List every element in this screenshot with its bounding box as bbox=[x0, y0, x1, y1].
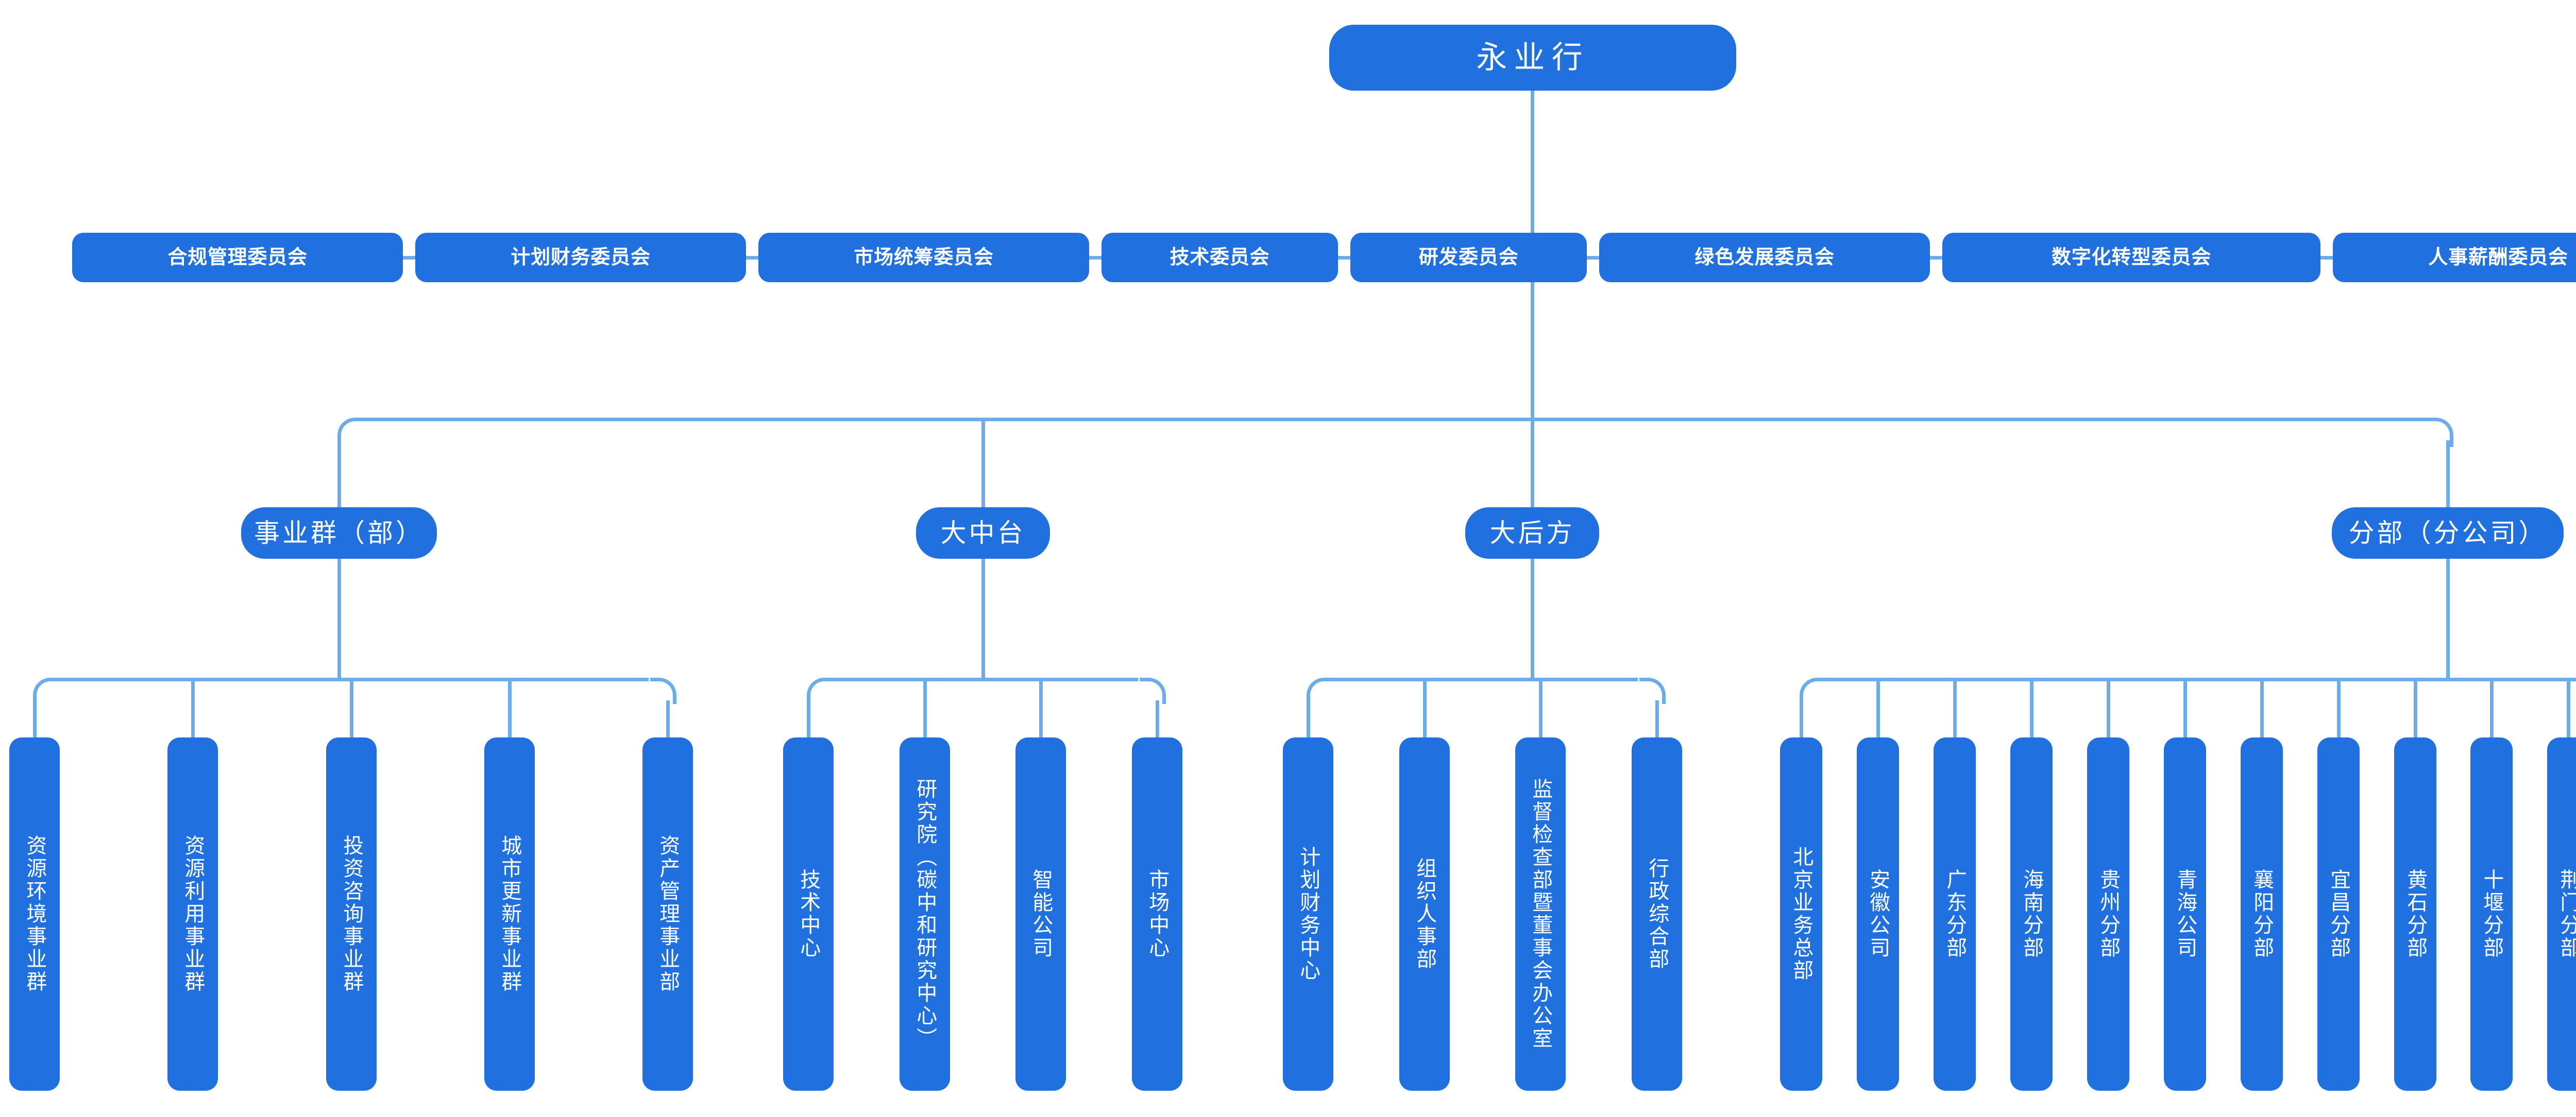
leaf-node-2-1[interactable]: 技术中心 bbox=[783, 737, 834, 1091]
leaf-bus-left-elbow-4 bbox=[1800, 678, 1826, 704]
leaf-node-4-6[interactable]: 青海公司 bbox=[2164, 737, 2206, 1091]
committee-item-1[interactable]: 合规管理委员会 bbox=[72, 233, 403, 282]
division-bus-left-elbow bbox=[337, 418, 367, 447]
committee-item-6[interactable]: 绿色发展委员会 bbox=[1599, 233, 1930, 282]
leaf-drop-3-3 bbox=[1539, 680, 1543, 737]
leaf-drop-4-2 bbox=[1876, 680, 1880, 737]
leaf-drop-4-11 bbox=[2567, 680, 2570, 737]
committee-connector bbox=[746, 256, 758, 260]
leaf-drop-2-2 bbox=[923, 680, 927, 737]
leaf-node-1-3[interactable]: 投资咨询事业群 bbox=[326, 737, 377, 1091]
division-drop-1 bbox=[337, 440, 341, 507]
committee-item-3[interactable]: 市场统筹委员会 bbox=[758, 233, 1089, 282]
leaf-drop-1-2 bbox=[191, 680, 195, 737]
leaf-node-1-5[interactable]: 资产管理事业部 bbox=[642, 737, 693, 1091]
leaf-drop-4-7 bbox=[2260, 680, 2264, 737]
leaf-node-4-7[interactable]: 襄阳分部 bbox=[2241, 737, 2283, 1091]
committee-item-7[interactable]: 数字化转型委员会 bbox=[1942, 233, 2320, 282]
leaf-node-3-1[interactable]: 计划财务中心 bbox=[1283, 737, 1333, 1091]
leaf-bus-4 bbox=[1820, 678, 2576, 681]
leaf-node-2-3[interactable]: 智能公司 bbox=[1015, 737, 1066, 1091]
leaf-drop-1-1 bbox=[33, 700, 37, 737]
leaf-drop-4-6 bbox=[2183, 680, 2187, 737]
leaf-drop-4-9 bbox=[2414, 680, 2417, 737]
leaf-node-1-1[interactable]: 资源环境事业群 bbox=[9, 737, 60, 1091]
root-stem bbox=[1531, 91, 1534, 233]
leaf-node-3-3[interactable]: 监督检查部暨董事会办公室 bbox=[1515, 737, 1566, 1091]
committee-connector bbox=[403, 256, 415, 260]
leaf-node-4-3[interactable]: 广东分部 bbox=[1934, 737, 1976, 1091]
leaf-bus-left-elbow-3 bbox=[1307, 678, 1333, 704]
leaf-drop-4-1 bbox=[1800, 700, 1803, 737]
committee-connector bbox=[1930, 256, 1942, 260]
leaf-bus-3 bbox=[1327, 678, 1638, 681]
leaf-node-2-4[interactable]: 市场中心 bbox=[1132, 737, 1182, 1091]
leaf-node-1-4[interactable]: 城市更新事业群 bbox=[484, 737, 535, 1091]
committee-connector bbox=[2320, 256, 2333, 260]
leaf-node-4-10[interactable]: 十堰分部 bbox=[2470, 737, 2513, 1091]
leaf-node-4-8[interactable]: 宜昌分部 bbox=[2317, 737, 2360, 1091]
division-drop-4 bbox=[2446, 440, 2450, 507]
root-node[interactable]: 永业行 bbox=[1329, 25, 1736, 91]
division-stem-4 bbox=[2446, 559, 2450, 678]
leaf-node-1-2[interactable]: 资源利用事业群 bbox=[167, 737, 218, 1091]
leaf-drop-4-10 bbox=[2490, 680, 2494, 737]
division-stem-2 bbox=[981, 559, 985, 678]
division-node-1[interactable]: 事业群（部） bbox=[241, 507, 437, 559]
leaf-drop-4-3 bbox=[1953, 680, 1957, 737]
leaf-node-4-11[interactable]: 荆门分部 bbox=[2547, 737, 2576, 1091]
leaf-drop-4-8 bbox=[2337, 680, 2341, 737]
committee-item-4[interactable]: 技术委员会 bbox=[1101, 233, 1338, 282]
leaf-drop-2-3 bbox=[1039, 680, 1043, 737]
division-stem-3 bbox=[1531, 559, 1534, 678]
leaf-bus-right-elbow-1 bbox=[650, 678, 676, 704]
division-bus-right-elbow bbox=[2424, 418, 2453, 447]
leaf-drop-3-2 bbox=[1423, 680, 1427, 737]
leaf-node-3-4[interactable]: 行政综合部 bbox=[1632, 737, 1682, 1091]
leaf-drop-2-1 bbox=[807, 700, 810, 737]
committee-item-2[interactable]: 计划财务委员会 bbox=[415, 233, 746, 282]
committee-item-5[interactable]: 研发委员会 bbox=[1350, 233, 1587, 282]
committee-connector bbox=[1089, 256, 1101, 260]
division-drop-3 bbox=[1531, 419, 1534, 507]
leaf-node-4-9[interactable]: 黄石分部 bbox=[2394, 737, 2436, 1091]
leaf-node-4-4[interactable]: 海南分部 bbox=[2010, 737, 2053, 1091]
committee-connector bbox=[1338, 256, 1350, 260]
division-node-4[interactable]: 分部（分公司） bbox=[2332, 507, 2564, 559]
leaf-node-3-2[interactable]: 组织人事部 bbox=[1399, 737, 1450, 1091]
leaf-drop-4-4 bbox=[2030, 680, 2033, 737]
leaf-drop-1-4 bbox=[508, 680, 512, 737]
leaf-drop-2-4 bbox=[1156, 700, 1159, 737]
leaf-bus-2 bbox=[827, 678, 1138, 681]
division-stem-1 bbox=[337, 559, 341, 678]
division-node-3[interactable]: 大后方 bbox=[1465, 507, 1599, 559]
leaf-drop-1-5 bbox=[666, 700, 670, 737]
division-node-2[interactable]: 大中台 bbox=[916, 507, 1050, 559]
division-drop-2 bbox=[981, 419, 985, 507]
leaf-bus-left-elbow-2 bbox=[807, 678, 833, 704]
leaf-node-2-2[interactable]: 研究院（碳中和研究中心） bbox=[900, 737, 950, 1091]
committee-connector bbox=[1587, 256, 1599, 260]
leaf-drop-3-1 bbox=[1307, 700, 1310, 737]
leaf-drop-4-5 bbox=[2107, 680, 2110, 737]
leaf-drop-3-4 bbox=[1655, 700, 1659, 737]
leaf-drop-1-3 bbox=[350, 680, 353, 737]
leaf-node-4-2[interactable]: 安徽公司 bbox=[1857, 737, 1899, 1091]
leaf-bus-left-elbow-1 bbox=[33, 678, 59, 704]
leaf-node-4-5[interactable]: 贵州分部 bbox=[2087, 737, 2129, 1091]
leaf-bus-right-elbow-3 bbox=[1639, 678, 1666, 704]
leaf-bus-right-elbow-2 bbox=[1140, 678, 1166, 704]
committee-item-8[interactable]: 人事薪酬委员会 bbox=[2333, 233, 2576, 282]
trunk-to-divisions bbox=[1531, 282, 1534, 419]
leaf-bus-1 bbox=[54, 678, 649, 681]
leaf-node-4-1[interactable]: 北京业务总部 bbox=[1780, 737, 1822, 1091]
division-bus bbox=[361, 418, 2427, 421]
